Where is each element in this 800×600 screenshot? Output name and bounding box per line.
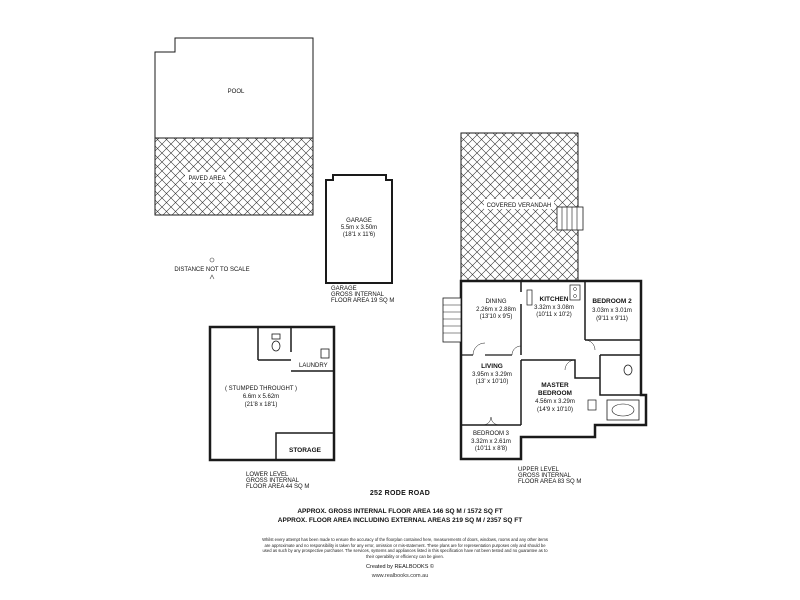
north-icon: [209, 257, 215, 263]
upper-level: DINING 2.26m x 2.88m (13'10 x 9'5) KITCH…: [442, 279, 648, 485]
lower-area-line2: GROSS INTERNAL: [246, 478, 300, 484]
distance-note-label: DISTANCE NOT TO SCALE: [174, 267, 249, 273]
distance-note: DISTANCE NOT TO SCALE: [174, 257, 250, 280]
living-dims: 3.95m x 3.29m: [472, 372, 512, 378]
bedroom2-imperial: (9'11 x 9'11): [596, 316, 628, 322]
gross-area: APPROX. GROSS INTERNAL FLOOR AREA 146 SQ…: [297, 508, 503, 515]
lower-area-line3: FLOOR AREA 44 SQ M: [246, 484, 309, 490]
master-name-line1: MASTER: [541, 382, 569, 389]
entry-stairs: [442, 297, 462, 343]
upper-area-line3: FLOOR AREA 83 SQ M: [518, 479, 581, 485]
bedroom3-imperial: (10'11 x 8'8): [475, 446, 507, 452]
paved-area-label: PAVED AREA: [188, 176, 225, 182]
external-area: APPROX. FLOOR AREA INCLUDING EXTERNAL AR…: [277, 517, 523, 524]
storage-label: STORAGE: [289, 447, 322, 454]
covered-verandah: COVERED VERANDAH: [460, 132, 584, 282]
garage-area-line2: GROSS INTERNAL: [331, 292, 385, 298]
master-name-line2: BEDROOM: [538, 390, 572, 397]
bedroom2-name: BEDROOM 2: [592, 298, 632, 305]
garage-dims-imperial: (18'1 x 11'6): [343, 232, 375, 238]
paved-area: PAVED AREA: [154, 137, 314, 216]
address: 252 RODE ROAD: [369, 490, 431, 497]
dining-name: DINING: [486, 299, 507, 305]
garage: GARAGE 5.5m x 3.50m (18'1 x 11'6) GARAGE…: [325, 174, 394, 304]
upper-area-line1: UPPER LEVEL: [518, 467, 560, 473]
lower-room-dims: 6.6m x 5.62m: [243, 394, 279, 400]
garage-area-line3: FLOOR AREA 19 SQ M: [331, 298, 394, 304]
dining-imperial: (13'10 x 9'5): [480, 314, 513, 320]
bedroom3-dims: 3.32m x 2.61m: [471, 439, 511, 445]
website-link[interactable]: www.realbooks.com.au: [371, 573, 429, 579]
lower-room-name: ( STUMPED THROUGHT ): [225, 386, 297, 392]
kitchen-imperial: (10'11 x 10'2): [536, 312, 572, 318]
living-name: LIVING: [481, 363, 503, 370]
credit: Created by REALBOOKS ©: [366, 564, 434, 570]
stove-icon: [569, 284, 581, 301]
verandah-stairs: [556, 206, 584, 231]
kitchen-name: KITCHEN: [540, 296, 569, 303]
pool-area: POOL: [154, 37, 314, 139]
garage-area-line1: GARAGE: [331, 286, 357, 292]
dining-dims: 2.26m x 2.88m: [476, 307, 516, 313]
kitchen-dims: 3.32m x 3.08m: [534, 305, 574, 311]
master-imperial: (14'9 x 10'10): [537, 407, 573, 413]
living-imperial: (13' x 10'10): [476, 379, 509, 385]
lower-level: LAUNDRY STORAGE ( STUMPED THROUGHT ) 6.6…: [208, 325, 336, 490]
bathtub-icon: [606, 399, 640, 421]
master-dims: 4.56m x 3.29m: [535, 399, 575, 405]
pool-label: POOL: [228, 89, 245, 95]
garage-name: GARAGE: [346, 218, 372, 224]
verandah-label: COVERED VERANDAH: [487, 203, 552, 209]
fridge-icon: [526, 289, 533, 306]
bedroom3-name: BEDROOM 3: [473, 431, 510, 437]
toilet-icon: [271, 340, 281, 352]
basin-icon: [587, 399, 597, 411]
upper-area-line2: GROSS INTERNAL: [518, 473, 572, 479]
bedroom2-dims: 3.03m x 3.01m: [592, 308, 632, 314]
toilet-icon: [623, 364, 633, 376]
laundry-tub-icon: [320, 348, 330, 359]
disclaimer: Whilst every attempt has been made to en…: [262, 537, 548, 559]
lower-area-line1: LOWER LEVEL: [246, 472, 289, 478]
garage-dims: 5.5m x 3.50m: [341, 225, 377, 231]
laundry-label: LAUNDRY: [299, 363, 328, 369]
lower-room-dims-imperial: (21'8 x 18'1): [245, 402, 278, 408]
